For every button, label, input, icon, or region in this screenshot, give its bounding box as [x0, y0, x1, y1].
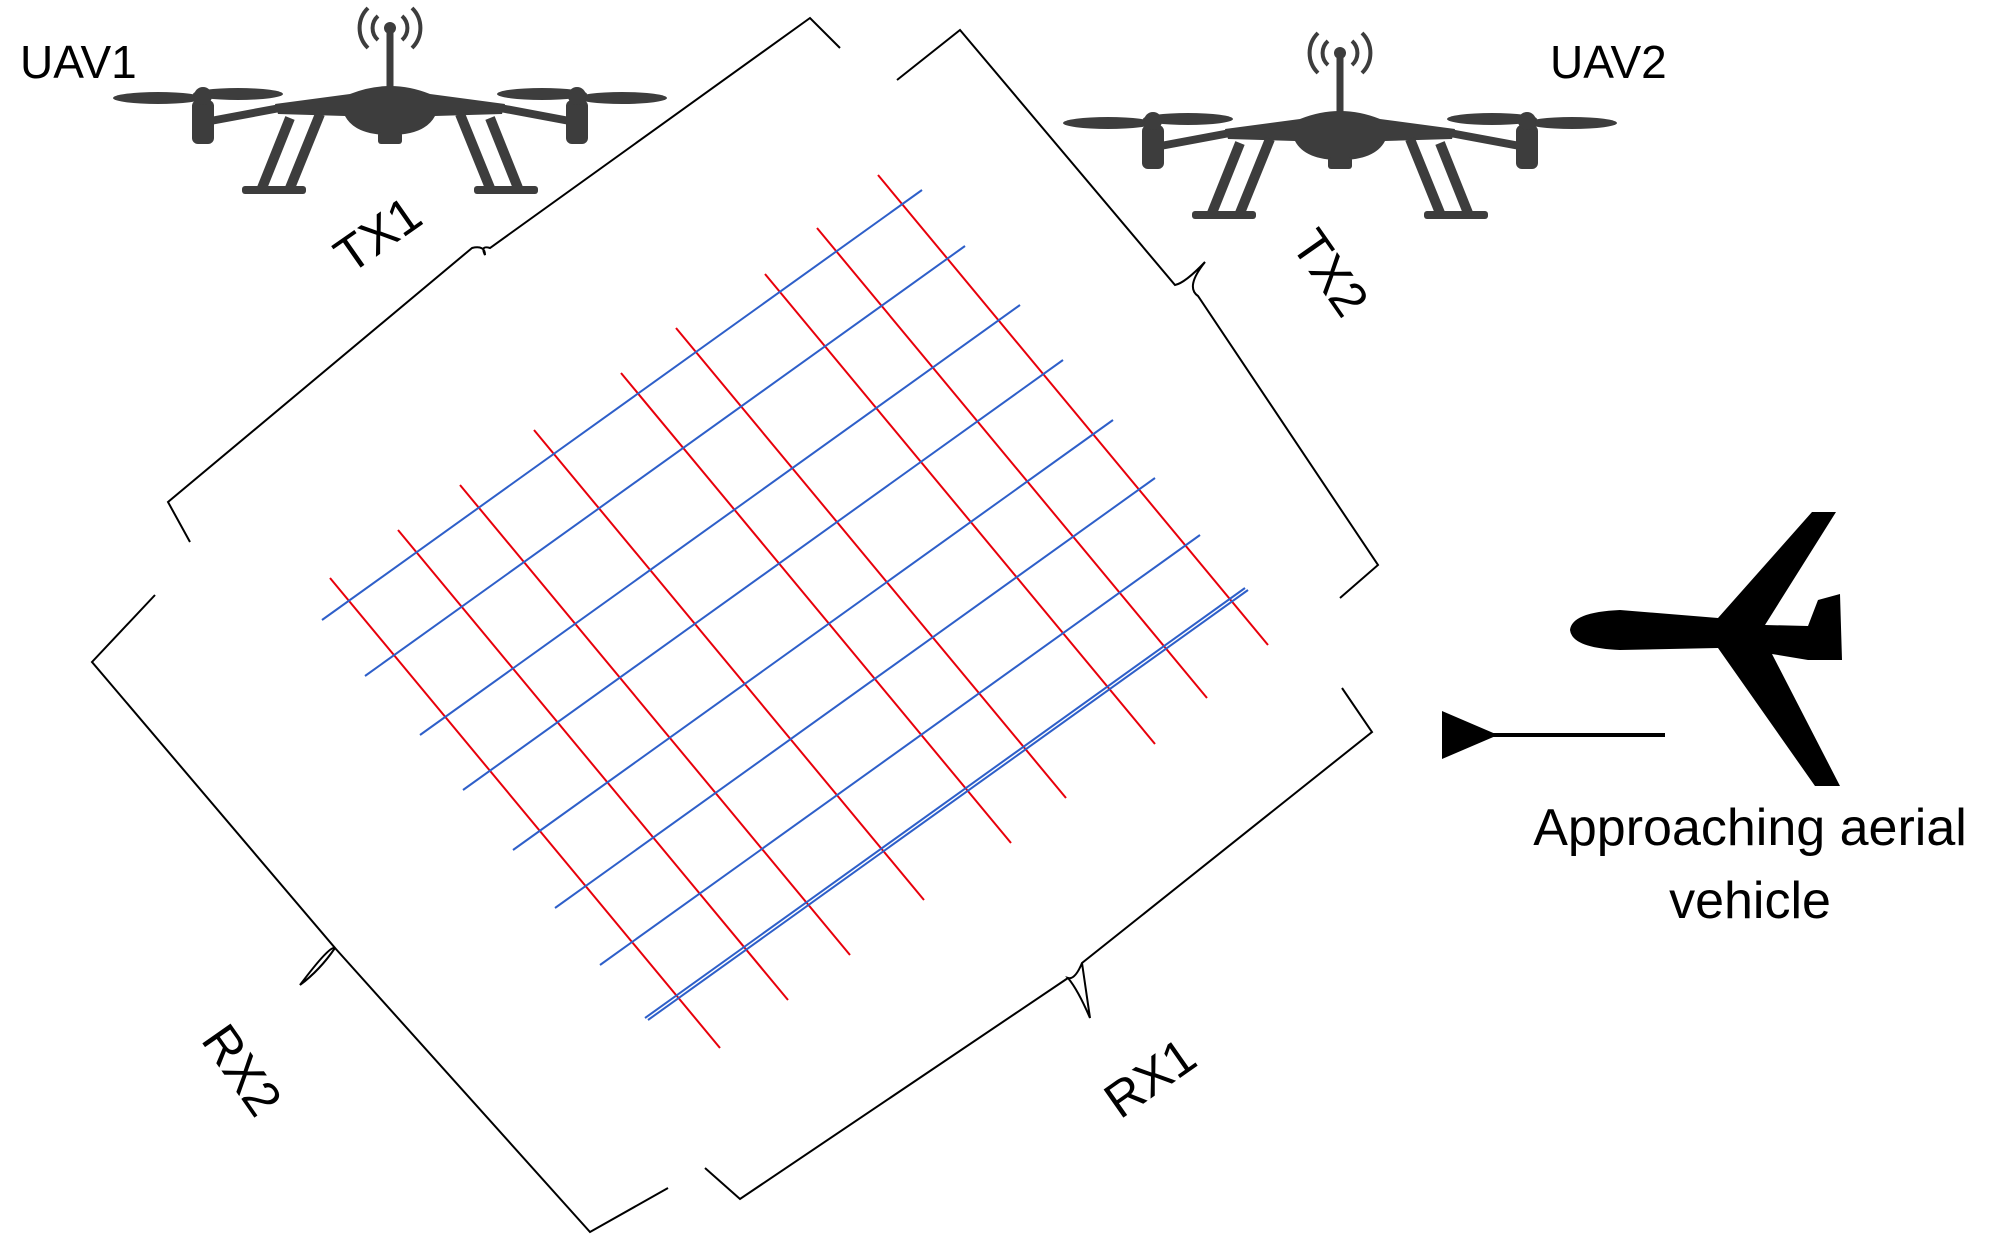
tx2-blue-line: [419, 304, 1021, 736]
tx1-red-line: [329, 577, 721, 1049]
tx2-label: TX2: [1281, 219, 1379, 326]
rx2-label: RX2: [191, 1014, 293, 1126]
rx1-bracket: [704, 687, 1374, 1201]
uav2-label: UAV2: [1550, 36, 1667, 88]
tx2-blue-line: [647, 589, 1249, 1021]
caption-line-2: vehicle: [1669, 872, 1831, 930]
tx2-blue-line: [554, 477, 1156, 909]
tx2-blue-line: [462, 359, 1064, 791]
tx1-red-line: [397, 529, 789, 1001]
tx1-red-line: [459, 484, 851, 956]
tx1-isorange-lines: [329, 174, 1269, 1049]
caption-line-1: Approaching aerial: [1533, 799, 1967, 857]
uav1-label: UAV1: [20, 36, 137, 88]
tx2-blue-line: [512, 419, 1114, 851]
tx2-blue-line: [321, 189, 923, 621]
rx2-bracket: [90, 594, 669, 1234]
tx2-blue-line: [644, 587, 1246, 1019]
tx1-red-line: [816, 227, 1208, 699]
tx1-red-line: [877, 174, 1269, 646]
tx1-bracket: [166, 16, 841, 543]
aircraft-icon: [1570, 512, 1842, 786]
tx1-red-line: [620, 372, 1012, 844]
tx2-blue-line: [364, 245, 966, 677]
tx2-blue-line: [599, 534, 1201, 966]
rx1-label: RX1: [1094, 1027, 1206, 1129]
tx2-isorange-lines: [321, 189, 1249, 1021]
tx1-red-line: [675, 327, 1067, 799]
tx2-bracket: [896, 28, 1380, 599]
tx1-label: TX1: [324, 186, 431, 284]
uav2-drone-icon: [1063, 33, 1617, 219]
tx1-red-line: [764, 273, 1156, 745]
uav1-drone-icon: [113, 8, 667, 194]
